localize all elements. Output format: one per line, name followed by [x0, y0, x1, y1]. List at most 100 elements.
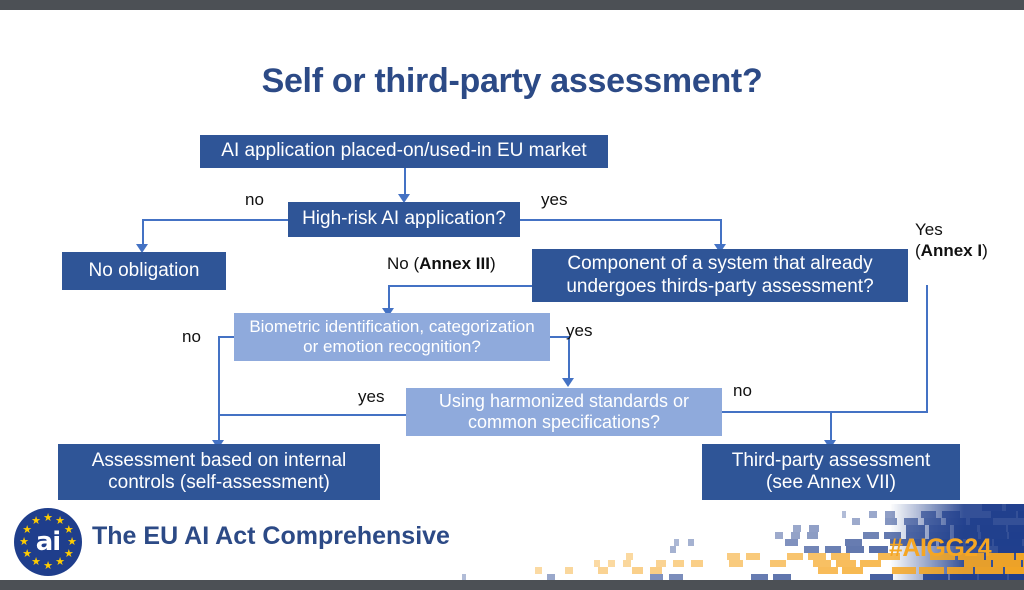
edge-label-component-no: No (Annex III) — [387, 254, 496, 274]
edge-label-component-no-prefix: No ( — [387, 254, 419, 273]
decorative-dash — [954, 525, 977, 532]
page-title: Self or third-party assessment? — [0, 62, 1024, 101]
decorative-dash — [608, 560, 615, 567]
decorative-dash — [947, 567, 973, 574]
decorative-dash — [921, 511, 936, 518]
node-component-line1: Component of a system that already — [567, 253, 872, 275]
decorative-dash — [791, 532, 800, 539]
node-entry[interactable]: AI application placed-on/used-in EU mark… — [200, 135, 608, 168]
eu-star-icon: ★ — [22, 549, 33, 560]
node-biometric-line1: Biometric identification, categorization — [249, 317, 534, 337]
decorative-dash — [1009, 574, 1024, 580]
decorative-dash — [650, 574, 663, 580]
decorative-dash — [831, 553, 850, 560]
decorative-dash — [751, 574, 768, 580]
connector-component-yes-vertical — [926, 285, 928, 413]
decorative-dash — [809, 525, 819, 532]
decorative-dash — [870, 574, 893, 580]
eu-star-icon: ★ — [67, 537, 78, 548]
decorative-dash — [673, 560, 684, 567]
decorative-dash — [727, 553, 740, 560]
decorative-dash — [808, 553, 826, 560]
connector-highrisk-no-horizontal — [142, 219, 288, 221]
decorative-dash — [924, 518, 941, 525]
decorative-dash — [950, 574, 977, 580]
decorative-dash — [846, 546, 864, 553]
connector-harmonized-no-horizontal — [722, 411, 832, 413]
decorative-dash — [656, 560, 666, 567]
eu-star-icon: ★ — [63, 525, 74, 536]
decorative-dash — [688, 539, 694, 546]
decorative-dash — [860, 560, 881, 567]
decorative-dash — [994, 539, 1022, 546]
decorative-dash — [650, 567, 662, 574]
node-internal-controls[interactable]: Assessment based on internal controls (s… — [58, 444, 380, 500]
decorative-dash — [775, 532, 783, 539]
decorative-dash — [793, 525, 801, 532]
decorative-dash — [547, 574, 555, 580]
connector-harmonized-yes-horizontal — [218, 414, 408, 416]
node-high-risk[interactable]: High-risk AI application? — [288, 202, 520, 237]
node-third-party[interactable]: Third-party assessment (see Annex VII) — [702, 444, 960, 500]
decorative-dash — [787, 553, 803, 560]
decorative-dash — [462, 574, 466, 580]
node-biometric-line2: or emotion recognition? — [303, 337, 481, 357]
edge-label-component-yes: Yes No ((Annex I) — [915, 220, 988, 261]
decorative-dash — [594, 560, 600, 567]
node-component-line2: undergoes thirds-party assessment? — [566, 276, 873, 298]
decorative-dash — [998, 546, 1024, 553]
node-high-risk-label: High-risk AI application? — [302, 208, 506, 230]
node-internal-line2: controls (self-assessment) — [108, 472, 330, 494]
decorative-dash — [842, 567, 863, 574]
decorative-dash — [669, 574, 683, 580]
eu-star-icon: ★ — [31, 516, 42, 527]
decorative-dash — [904, 518, 918, 525]
node-component[interactable]: Component of a system that already under… — [532, 249, 908, 302]
decorative-dash — [836, 560, 856, 567]
decorative-dash — [785, 539, 798, 546]
decorative-dash — [773, 574, 791, 580]
node-harmonized[interactable]: Using harmonized standards or common spe… — [406, 388, 722, 436]
decorative-dash — [842, 511, 846, 518]
decorative-dash — [929, 525, 950, 532]
decorative-dash — [1008, 525, 1024, 532]
node-third-party-line2: (see Annex VII) — [766, 472, 896, 494]
decorative-dash — [906, 525, 925, 532]
decorative-dash — [919, 567, 944, 574]
arrowhead-biometric-yes — [562, 378, 574, 387]
decorative-dash — [852, 518, 860, 525]
edge-label-biometric-yes: yes — [566, 321, 592, 341]
edge-label-harmonized-yes: yes — [358, 387, 384, 407]
connector-biometric-no-vertical — [218, 336, 220, 444]
decorative-dash — [975, 567, 1003, 574]
decorative-dash — [729, 560, 743, 567]
decorative-dash — [993, 560, 1021, 567]
node-internal-line1: Assessment based on internal — [92, 450, 347, 472]
node-third-party-line1: Third-party assessment — [732, 450, 931, 472]
decorative-dash — [970, 518, 993, 525]
decorative-dash — [674, 539, 679, 546]
decorative-dash — [825, 546, 841, 553]
decorative-dash — [1009, 532, 1024, 539]
edge-label-component-yes-line2: No ((Annex I) — [915, 241, 988, 262]
eu-star-icon: ★ — [43, 513, 54, 524]
decorative-dash — [670, 546, 676, 553]
edge-label-component-yes-annex: Annex I — [921, 241, 982, 260]
eu-star-icon: ★ — [43, 561, 54, 572]
node-harmonized-line2: common specifications? — [468, 412, 660, 433]
eu-star-icon: ★ — [55, 557, 66, 568]
edge-label-harmonized-no: no — [733, 381, 752, 401]
decorative-dash — [845, 539, 862, 546]
node-no-obligation[interactable]: No obligation — [62, 252, 226, 290]
decorative-dash — [1018, 511, 1024, 518]
decorative-dash — [991, 511, 1016, 518]
decorative-dash — [813, 560, 831, 567]
decorative-dash — [980, 525, 1006, 532]
node-biometric[interactable]: Biometric identification, categorization… — [234, 313, 550, 361]
eu-ai-act-logo: ai ★★★★★★★★★★★★ — [14, 508, 82, 576]
edge-label-highrisk-no: no — [245, 190, 264, 210]
decorative-dash — [1016, 553, 1024, 560]
edge-label-component-no-annex: Annex III — [419, 254, 490, 273]
decorative-dash — [885, 511, 895, 518]
